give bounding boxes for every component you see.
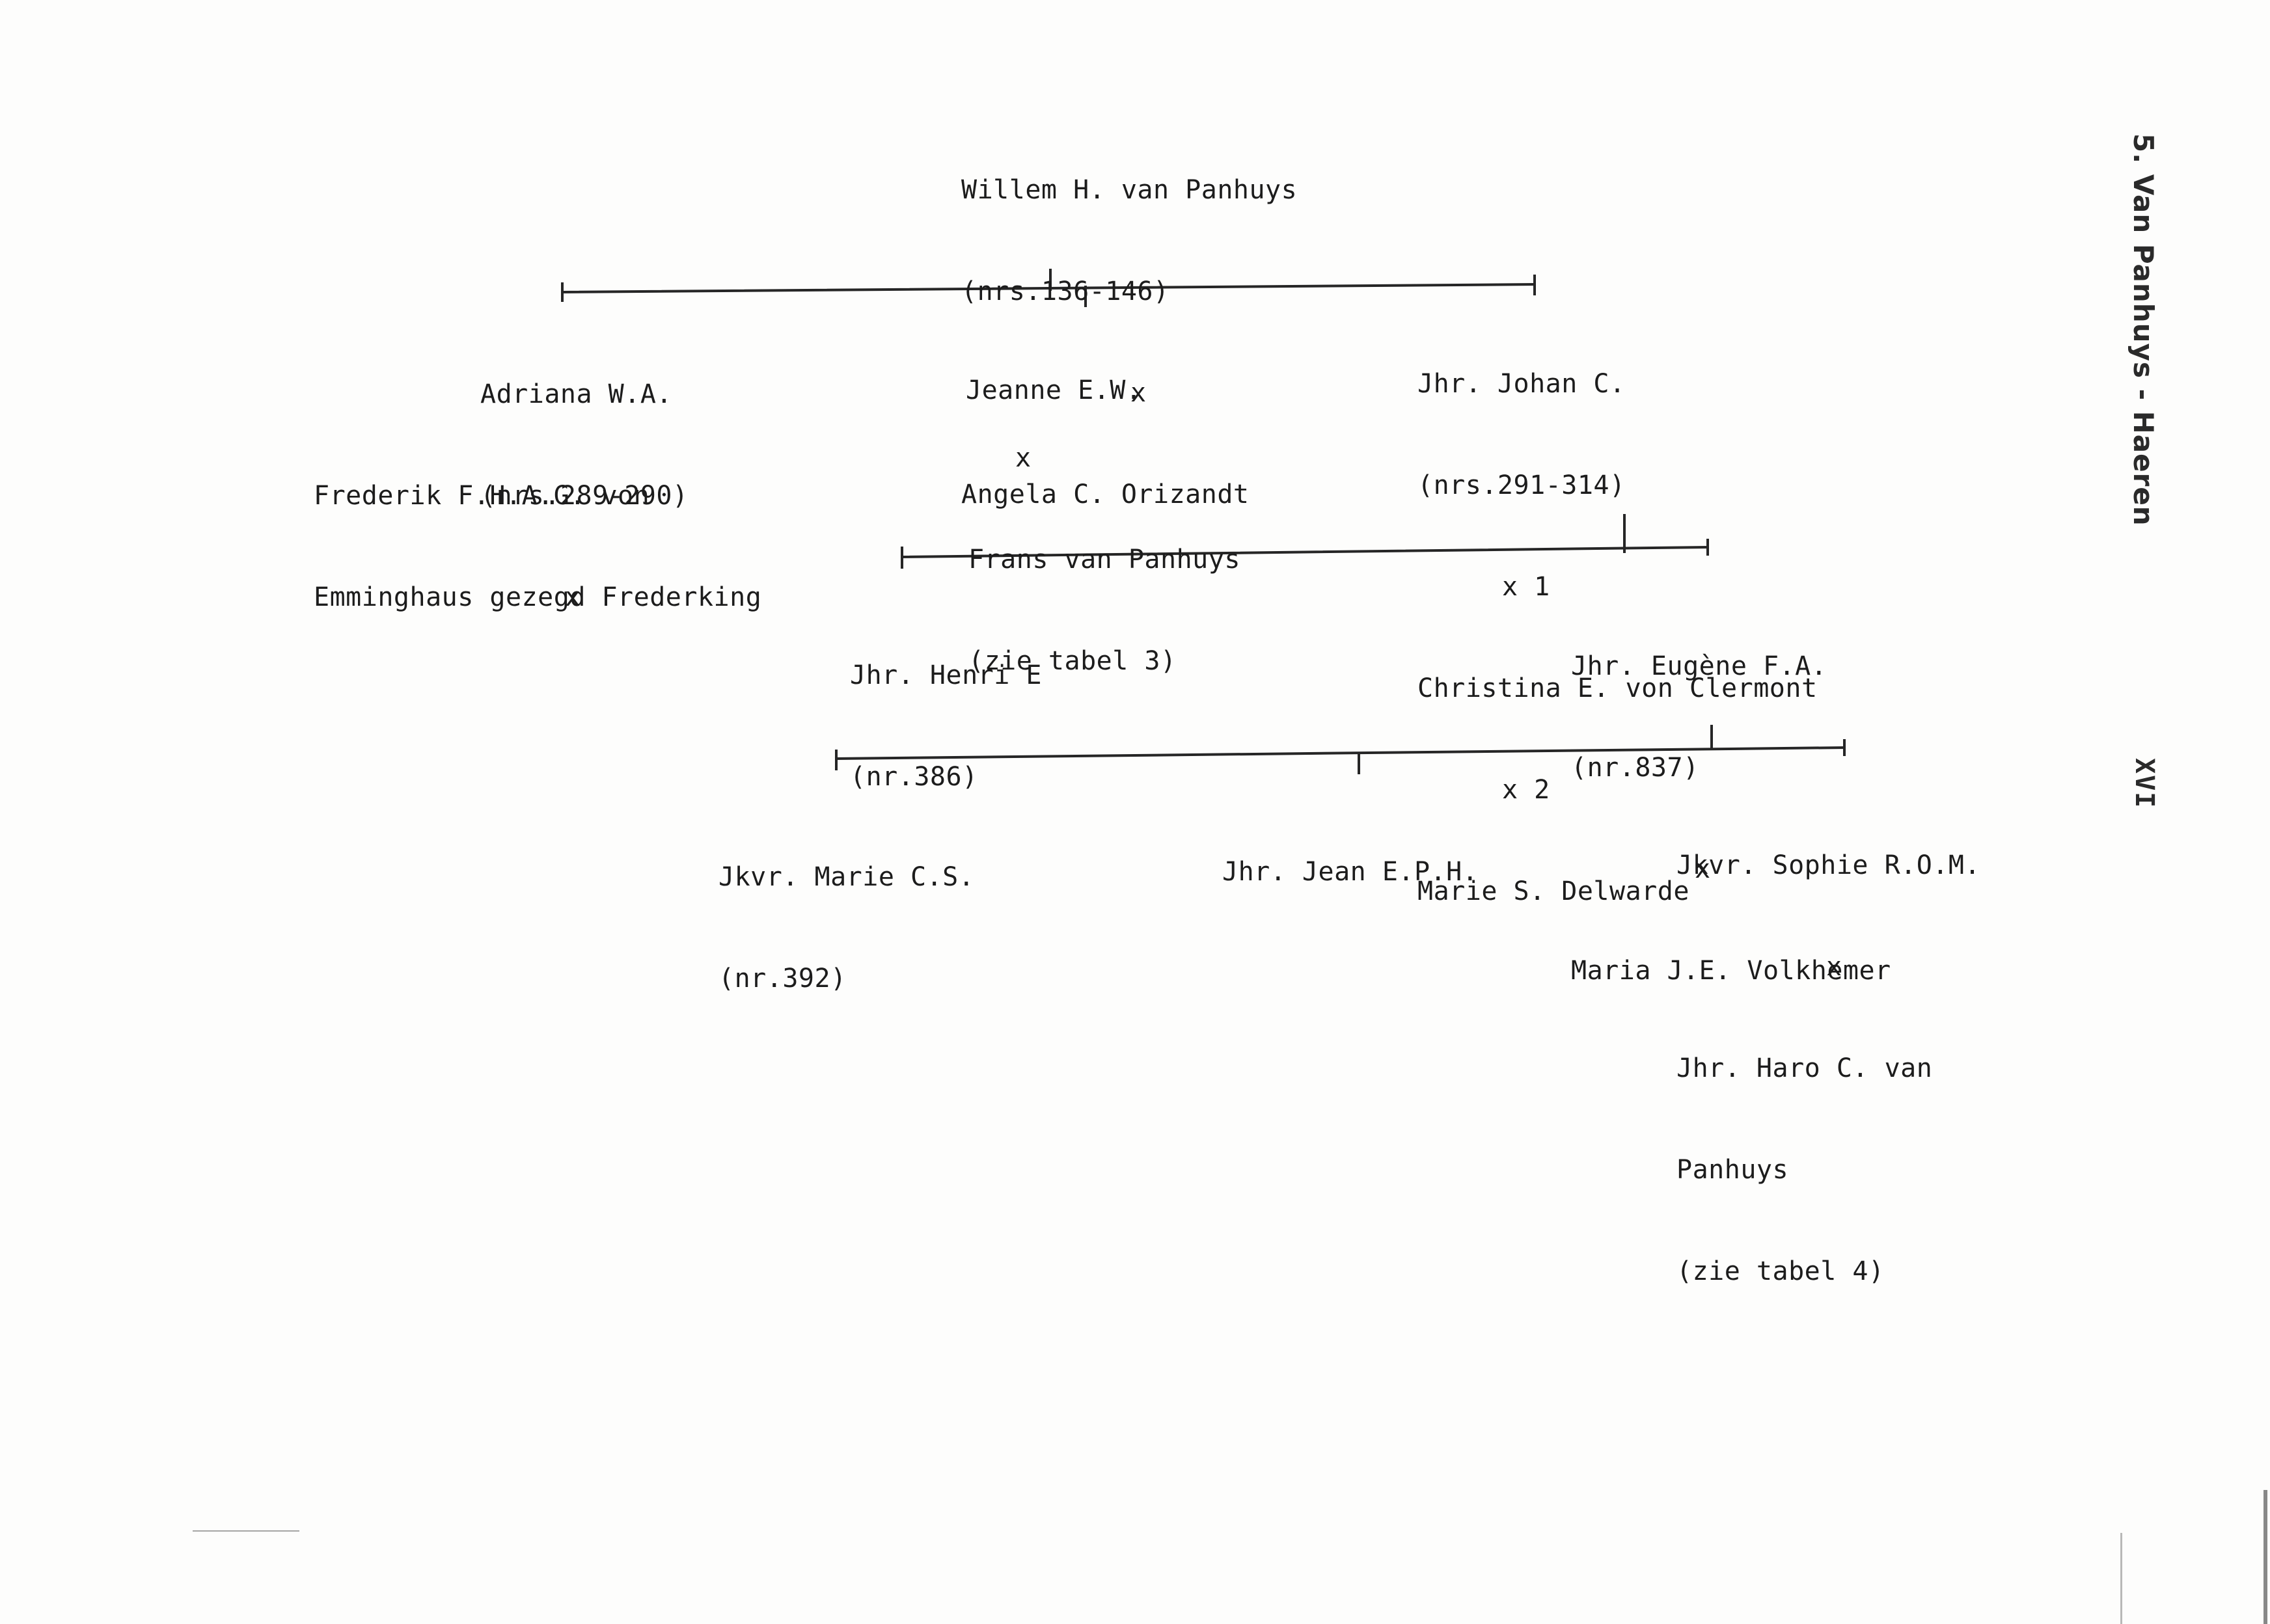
sophie-note: (zie tabel 4) (1676, 1256, 1885, 1286)
gen2-johan: Jhr. Johan C. (nrs.291-314) x 1 Christin… (1417, 299, 1818, 976)
sophie-name: Jkvr. Sophie R.O.M. (1676, 850, 1981, 880)
marie-name: Jkvr. Marie C.S. (718, 862, 975, 892)
eugene-marriage: x (1695, 854, 1711, 884)
gen2-jeanne-marriage: x Frans van Panhuys (zie tabel 3) (968, 373, 1240, 746)
jeanne-marriage: x (1015, 443, 1032, 473)
gen2-adriana-spouse: Frederik F.H.A.G. von Emminghaus gezegd … (314, 411, 761, 682)
johan-spouse2: Marie S. Delwarde (1417, 876, 1689, 906)
gen2-sibling-bar (560, 282, 1537, 294)
adriana-marriage: x (565, 582, 581, 612)
gen1-spouse: Angela C. Orizandt (961, 480, 1250, 509)
jeanne-note: (zie tabel 3) (968, 646, 1177, 676)
gen1-marriage: x (1130, 378, 1147, 408)
table-number: XVI (2129, 758, 2159, 809)
johan-refs: (nrs.291-314) (1417, 470, 1626, 500)
marie-refs: (nr.392) (718, 964, 847, 994)
gen1-couple: Willem H. van Panhuys (nrs.136-146) x An… (961, 105, 1297, 579)
johan-name: Jhr. Johan C. (1417, 369, 1626, 399)
adriana-name: Adriana W.A. (480, 379, 672, 409)
sophie-marriage: x (1826, 952, 1842, 982)
johan-marriage2: x 2 (1502, 775, 1550, 805)
eugene-refs: (nr.837) (1571, 753, 1699, 783)
gen2-jeanne: Jeanne E.W. (966, 306, 1142, 475)
sophie-spouse-line2: Panhuys (1676, 1155, 1789, 1185)
scan-mark-bottom-right (2120, 1533, 2122, 1624)
gen4-sibling-bar (834, 746, 1846, 761)
jeanne-name: Jeanne E.W. (966, 375, 1142, 405)
jeanne-spouse: Frans van Panhuys (968, 545, 1240, 575)
adriana-spouse-line2: Emminghaus gezegd Frederking (314, 582, 762, 612)
scan-mark-right-edge (2263, 1490, 2267, 1624)
johan-spouse1: Christina E. von Clermont (1417, 673, 1818, 703)
gen3-sibling-bar (900, 545, 1710, 559)
gen4-marie: Jkvr. Marie C.S. (nr.392) (718, 792, 974, 1063)
johan-marriage1: x 1 (1502, 572, 1550, 602)
gen1-refs: (nrs.136-146) (961, 277, 1169, 306)
gen4-sophie: Jkvr. Sophie R.O.M. x Jhr. Haro C. van P… (1676, 781, 1980, 1356)
adriana-refs: (nrs.289-290) (480, 481, 689, 511)
table-title: 5. Van Panhuys - Haeren (2127, 133, 2159, 526)
gen1-name: Willem H. van Panhuys (961, 175, 1298, 205)
henri-name: Jhr. Henri E (850, 660, 1042, 690)
gen2-adriana: Adriana W.A. (nrs.289-290) x (480, 310, 689, 682)
gen3-eugene: Jhr. Eugène F.A. (nr.837) x Maria J.E. V… (1571, 582, 1891, 1055)
adriana-spouse-line1: Frederik F.H.A.G. von (314, 481, 650, 511)
eugene-name: Jhr. Eugène F.A. (1571, 651, 1827, 681)
jean-name: Jhr. Jean E.P.H. (1222, 857, 1479, 887)
scan-mark-bottom-left (193, 1530, 299, 1532)
gen4-jean: Jhr. Jean E.P.H. (1222, 787, 1478, 956)
gen3-henri: Jhr. Henri E (nr.386) (850, 591, 1042, 861)
sophie-spouse-line1: Jhr. Haro C. van (1676, 1053, 1933, 1083)
eugene-spouse: Maria J.E. Volkhemer (1571, 956, 1891, 986)
henri-refs: (nr.386) (850, 762, 978, 792)
